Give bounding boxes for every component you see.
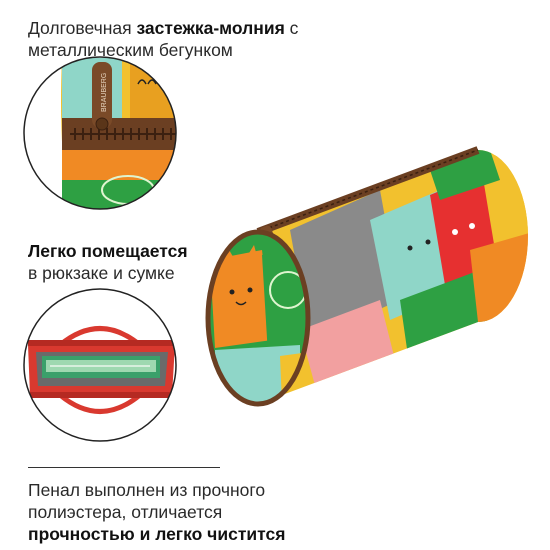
zipper-callout-line2: металлическим бегунком bbox=[28, 40, 233, 60]
bag-closeup-frame bbox=[23, 288, 177, 442]
zipper-closeup: BRAUBERG bbox=[24, 57, 176, 209]
material-callout-line2: полиэстера, отличается bbox=[28, 502, 223, 522]
fits-callout-line2: в рюкзаке и сумке bbox=[28, 263, 175, 283]
bag-closeup bbox=[24, 289, 176, 441]
fits-callout-bold: Легко помещается bbox=[28, 241, 188, 261]
fits-callout-text: Легко помещается в рюкзаке и сумке bbox=[28, 240, 348, 284]
brand-tag: BRAUBERG bbox=[101, 73, 108, 112]
material-callout-line1: Пенал выполнен из прочного bbox=[28, 480, 266, 500]
zipper-callout-line1-end: с bbox=[284, 18, 299, 38]
material-callout-text: Пенал выполнен из прочного полиэстера, о… bbox=[28, 479, 328, 545]
zipper-callout-bold: застежка-молния bbox=[136, 18, 285, 38]
pencil-case bbox=[205, 146, 528, 407]
zipper-callout-text: Долговечная застежка-молния с металличес… bbox=[28, 17, 348, 61]
zipper-closeup-frame bbox=[23, 56, 177, 210]
zipper-callout-line1: Долговечная bbox=[28, 18, 137, 38]
material-callout-bold: прочностью и легко чистится bbox=[28, 524, 286, 544]
divider-line bbox=[28, 467, 220, 468]
